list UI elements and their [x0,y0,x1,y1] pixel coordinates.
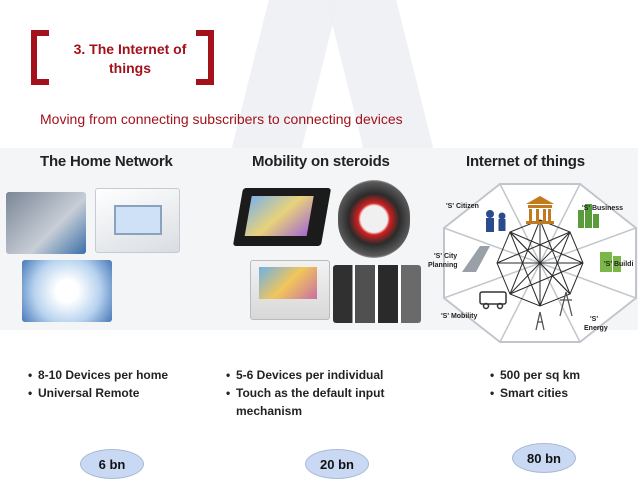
slide-title: 3. The Internet of things [50,40,210,78]
home-network-bullets: 8-10 Devices per home Universal Remote [28,366,168,402]
sports-watch-image [338,180,410,258]
iot-label-energy-1: 'S' [590,316,598,323]
energy-pylon-icon [559,291,573,317]
business-city-icon [578,204,599,228]
building-icon [600,252,621,272]
laptop-screen [259,267,317,299]
bullet-item: 5-6 Devices per individual [226,366,384,384]
column-title-iot: Internet of things [466,153,585,170]
business-icon [526,196,554,224]
tablet-screen [244,196,314,236]
smartphones-image [333,265,421,323]
bullet-item-continuation: mechanism [236,404,303,418]
laptop-image [250,260,330,320]
bullet-item: 500 per sq km [490,366,580,384]
title-bracket-left [31,30,49,85]
home-network-devices-image [22,260,112,322]
background-watermark [231,0,339,150]
badge-home-network: 6 bn [80,449,144,479]
slide-title-line2: things [109,60,151,76]
iot-octagon-diagram: 'S' Citizen 'S' Business 'S' City Planni… [428,183,637,343]
iot-label-citizen: 'S' Citizen [446,203,479,210]
badge-iot: 80 bn [512,443,576,473]
slide-subtitle: Moving from connecting subscribers to co… [40,111,403,127]
iot-label-city-planning-2: Planning [428,262,458,269]
tablet-image [232,188,332,246]
hub-screen [114,205,162,235]
home-hub-device-image [95,188,180,253]
mobility-icon [479,291,507,310]
bullet-item: Touch as the default input [226,384,384,402]
slide-title-line1: 3. The Internet of [73,41,187,57]
bullet-item: Smart cities [490,384,580,402]
iot-label-business: 'S' Business [582,205,623,212]
bullet-item: Universal Remote [28,384,168,402]
iot-label-city-planning-1: 'S' City [434,253,457,260]
city-planning-icon [462,246,490,272]
antenna-icon [535,311,545,331]
bullet-item: 8-10 Devices per home [28,366,168,384]
iot-label-mobility: 'S' Mobility [441,313,477,320]
iot-label-building: 'S' Buildi [604,261,633,268]
home-appliances-image [6,192,86,254]
badge-mobility: 20 bn [305,449,369,479]
mobility-bullets: 5-6 Devices per individual Touch as the … [226,366,384,420]
iot-label-energy-2: Energy [584,325,608,332]
iot-bullets: 500 per sq km Smart cities [490,366,580,402]
column-title-home-network: The Home Network [40,153,173,170]
title-bracket-right [196,30,214,85]
background-watermark [326,0,434,150]
citizen-icon [486,210,506,232]
column-title-mobility: Mobility on steroids [252,153,390,170]
